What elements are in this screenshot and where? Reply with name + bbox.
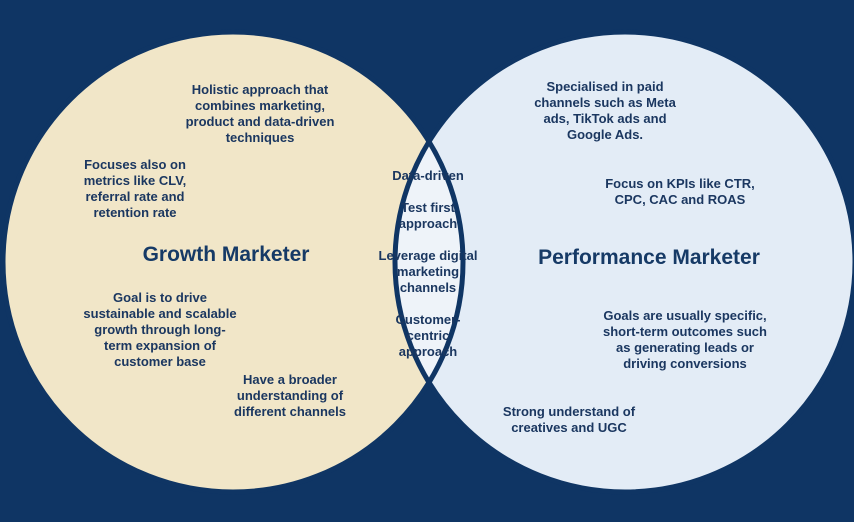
overlap-point-digital-channels: Leverage digital marketing channels — [378, 248, 478, 295]
overlap-point-customer-centric: Customer- centric approach — [395, 312, 461, 359]
growth-title: Growth Marketer — [142, 243, 310, 266]
growth-circle — [3, 32, 463, 492]
performance-title: Performance Marketer — [538, 246, 760, 269]
growth-point-holistic: Holistic approach that combines marketin… — [185, 82, 335, 145]
growth-point-goal: Goal is to drive sustainable and scalabl… — [83, 290, 237, 369]
growth-circle-outline — [0, 29, 466, 495]
performance-point-kpis: Focus on KPIs like CTR, CPC, CAC and ROA… — [605, 176, 755, 207]
growth-point-metrics: Focuses also on metrics like CLV, referr… — [83, 157, 187, 220]
performance-point-paid-channels: Specialised in paid channels such as Met… — [534, 79, 676, 142]
performance-point-creatives: Strong understand of creatives and UGC — [502, 404, 636, 435]
growth-point-channels: Have a broader understanding of differen… — [234, 372, 346, 419]
performance-point-goals: Goals are usually specific, short-term o… — [603, 308, 767, 371]
overlap-point-test-first: Test first approach — [398, 200, 458, 231]
performance-circle — [395, 32, 854, 492]
performance-circle-outline — [392, 29, 854, 495]
overlap-point-data-driven: Data-driven — [392, 168, 464, 183]
